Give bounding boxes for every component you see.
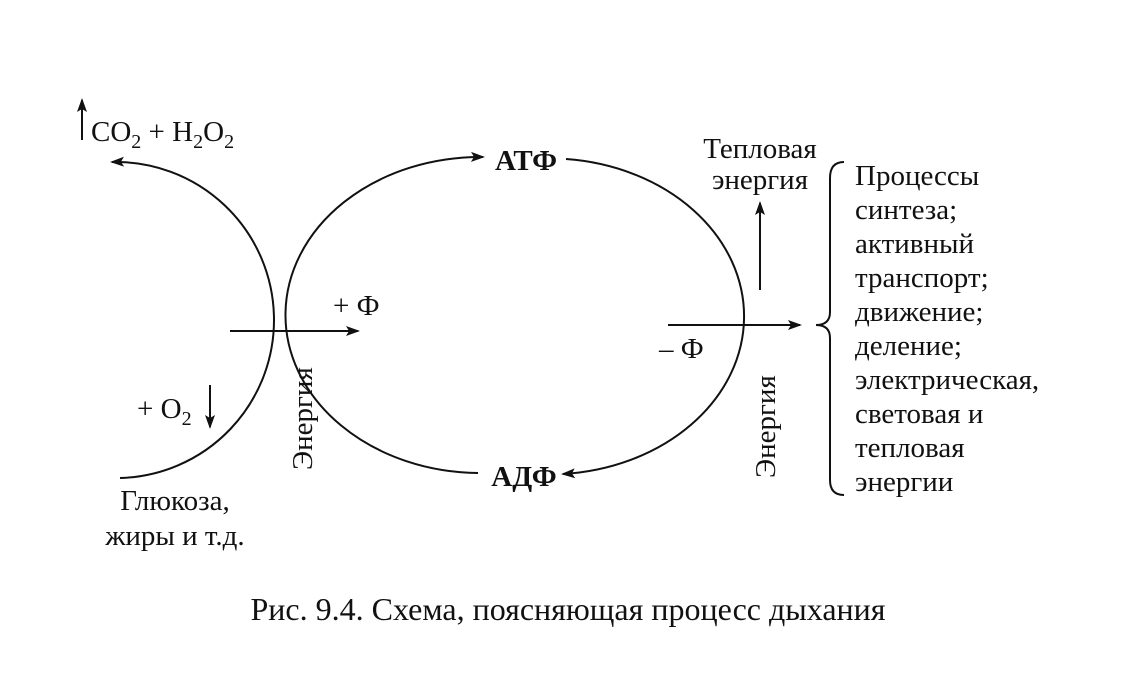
process-item: синтеза; xyxy=(855,194,957,226)
process-item: Процессы xyxy=(855,160,979,192)
plus-h-text: + H xyxy=(141,116,193,148)
o-subscript: 2 xyxy=(224,131,234,153)
atf-label: АТФ xyxy=(495,145,557,177)
atp-hydrolysis-arc xyxy=(561,158,746,479)
plus-o2-text: + O xyxy=(137,393,182,425)
process-item: тепловая xyxy=(855,432,965,464)
figure-caption: Рис. 9.4. Схема, поясняющая процесс дыха… xyxy=(250,591,885,627)
processes-list: Процессысинтеза;активныйтранспорт;движен… xyxy=(855,160,1039,498)
process-item: деление; xyxy=(855,330,962,362)
process-item: активный xyxy=(855,228,974,260)
co2-text: CO xyxy=(91,116,131,148)
co2-h2o2-label: CO2 + H2O2 xyxy=(91,116,234,153)
co2-subscript: 2 xyxy=(131,131,141,153)
plus-o2-label: + O2 xyxy=(137,393,192,430)
o2-subscript: 2 xyxy=(182,408,192,430)
oxidation-arc xyxy=(110,156,275,479)
process-item: электрическая, xyxy=(855,364,1039,396)
heat-energy-label-line2: энергия xyxy=(712,164,808,196)
heat-energy-label-line1: Тепловая xyxy=(703,133,817,165)
processes-brace xyxy=(815,161,845,496)
process-item: движение; xyxy=(855,296,983,328)
plus-phosphate-label: + Ф xyxy=(333,290,380,322)
h-subscript: 2 xyxy=(193,131,203,153)
atp-synthesis-arc xyxy=(284,151,485,474)
energy-label-right: Энергия xyxy=(750,375,782,478)
glucose-label-line2: жиры и т.д. xyxy=(104,520,244,552)
process-item: световая и xyxy=(855,398,983,430)
process-item: энергии xyxy=(855,466,953,498)
energy-label-left: Энергия xyxy=(287,367,319,470)
adf-label: АДФ xyxy=(491,461,556,493)
process-item: транспорт; xyxy=(855,262,989,294)
o-text: O xyxy=(203,116,224,148)
glucose-label-line1: Глюкоза, xyxy=(120,485,229,517)
minus-phosphate-label: – Ф xyxy=(658,333,704,365)
